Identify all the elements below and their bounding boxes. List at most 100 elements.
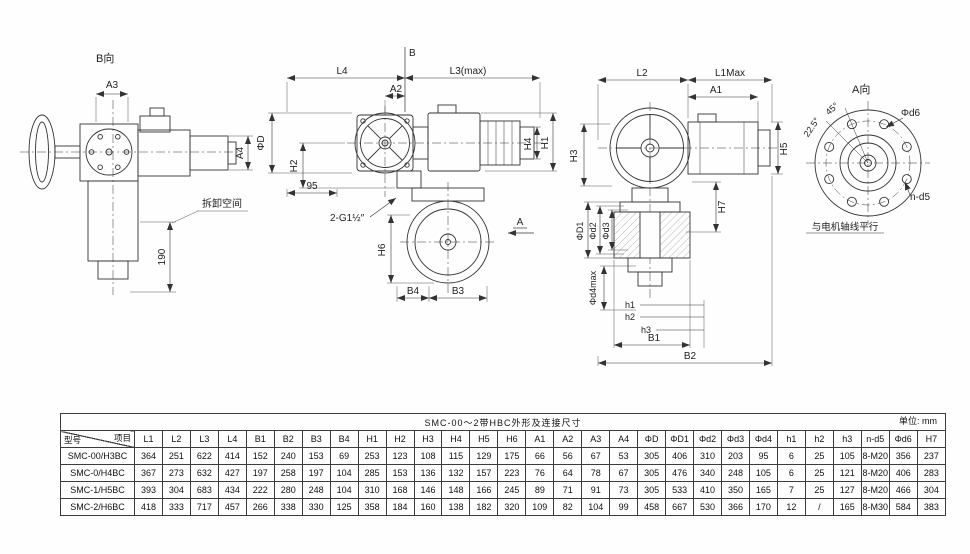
dim-value-cell: 66 [525, 447, 555, 465]
view-front-dimensions [268, 47, 557, 302]
dim-a3: A3 [106, 80, 119, 91]
dim-value-cell: 367 [134, 464, 163, 482]
dim-b2: B2 [684, 351, 697, 362]
column-header: ΦD1 [665, 430, 695, 448]
dim-h6: H6 [377, 243, 388, 256]
dim-value-cell: 414 [217, 447, 247, 465]
flange-outer-circle [814, 109, 922, 217]
dim-value-cell: 476 [665, 464, 695, 482]
dim-value-cell: 410 [693, 481, 723, 499]
dim-value-cell: 25 [804, 447, 834, 465]
view-b-dimensions [95, 91, 253, 293]
dim-value-cell: 622 [189, 447, 219, 465]
dim-value-cell: 99 [609, 498, 639, 516]
dim-value-cell: 434 [217, 481, 247, 499]
dim-value-cell: 127 [832, 481, 862, 499]
column-header: B4 [329, 430, 359, 448]
dim-value-cell: 222 [245, 481, 275, 499]
dim-phid2: Φd2 [588, 222, 598, 239]
dim-value-cell: 104 [329, 464, 359, 482]
dim-value-cell: 406 [888, 464, 918, 482]
dim-value-cell: 136 [413, 464, 443, 482]
dim-l2: L2 [636, 68, 648, 79]
dim-value-cell: 203 [721, 447, 750, 465]
dim-value-cell: 251 [161, 447, 191, 465]
dim-value-cell: 73 [609, 481, 639, 499]
dim-value-cell: 320 [497, 498, 527, 516]
dim-value-cell: 393 [134, 481, 163, 499]
dim-value-cell: 157 [469, 464, 499, 482]
dim-value-cell: 457 [217, 498, 247, 516]
dim-value-cell: 237 [916, 447, 947, 465]
dim-value-cell: 533 [665, 481, 695, 499]
dim-value-cell: 248 [301, 481, 331, 499]
dim-value-cell: 8-M30 [860, 498, 890, 516]
corner-header-cell: 项目 型号 [60, 430, 135, 448]
dim-value-cell: 340 [693, 464, 723, 482]
column-header: H2 [385, 430, 415, 448]
column-header: B1 [245, 430, 275, 448]
dim-value-cell: 89 [525, 481, 555, 499]
dim-value-cell: 146 [413, 481, 443, 499]
dim-value-cell: 104 [581, 498, 611, 516]
column-header: H1 [357, 430, 387, 448]
model-cell: SMC-00/H3BC [60, 447, 135, 465]
dim-value-cell: 280 [273, 481, 303, 499]
column-header: A4 [609, 430, 639, 448]
dim-a1: A1 [710, 85, 723, 96]
dim-value-cell: 78 [581, 464, 611, 482]
dim-value-cell: 148 [441, 481, 471, 499]
dim-value-cell: 427 [217, 464, 247, 482]
dim-value-cell: 667 [665, 498, 695, 516]
dim-value-cell: 253 [357, 447, 387, 465]
dim-value-cell: 129 [469, 447, 499, 465]
dim-h3-small: h3 [641, 325, 651, 335]
column-header: h3 [832, 430, 862, 448]
dim-phid: ΦD [256, 135, 267, 150]
view-b-label: B向 [96, 51, 114, 65]
column-header: Φd3 [721, 430, 750, 448]
dim-value-cell: 69 [329, 447, 359, 465]
dim-value-cell: 71 [553, 481, 583, 499]
thread-note: 2-G1½″ [330, 213, 365, 224]
dim-value-cell: 182 [469, 498, 499, 516]
dim-b3: B3 [452, 286, 465, 297]
dim-value-cell: 310 [357, 481, 387, 499]
dim-value-cell: 717 [189, 498, 219, 516]
dim-value-cell: 166 [469, 481, 499, 499]
column-header: H7 [916, 430, 947, 448]
dim-h3: H3 [569, 149, 580, 162]
dim-value-cell: 132 [441, 464, 471, 482]
dim-value-cell: 6 [776, 447, 806, 465]
dim-value-cell: 248 [721, 464, 750, 482]
column-header: A1 [525, 430, 555, 448]
column-header: Φd6 [888, 430, 918, 448]
dim-value-cell: 333 [161, 498, 191, 516]
dim-value-cell: 95 [748, 447, 778, 465]
dim-value-cell: 121 [832, 464, 862, 482]
column-header: H6 [497, 430, 527, 448]
column-header: B2 [273, 430, 303, 448]
dim-value-cell: 53 [609, 447, 639, 465]
dim-value-cell: 67 [581, 447, 611, 465]
dim-value-cell: 383 [916, 498, 947, 516]
dim-h5: H5 [779, 142, 790, 155]
column-header: B3 [301, 430, 331, 448]
column-header: L3 [189, 430, 219, 448]
dim-value-cell: 305 [637, 464, 667, 482]
dim-value-cell: 266 [245, 498, 275, 516]
section-b-label: B [409, 48, 416, 59]
dim-value-cell: 138 [441, 498, 471, 516]
dim-value-cell: 406 [665, 447, 695, 465]
dim-value-cell: 466 [888, 481, 918, 499]
technical-drawing: B向 A3 A4 拆卸空间 190 [20, 47, 930, 366]
column-header: L2 [161, 430, 191, 448]
dim-value-cell: 115 [441, 447, 471, 465]
dim-value-cell: 152 [245, 447, 275, 465]
dim-value-cell: 153 [385, 464, 415, 482]
column-header: ΦD [637, 430, 667, 448]
view-b-handwheel-side [20, 100, 240, 295]
view-side-body [598, 102, 780, 300]
